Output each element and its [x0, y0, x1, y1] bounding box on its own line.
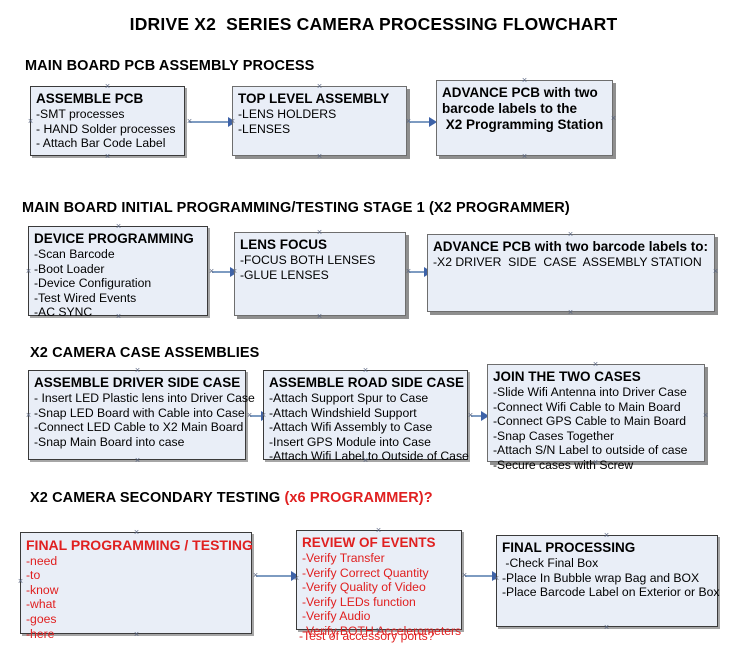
- node-lens-focus[interactable]: LENS FOCUS -FOCUS BOTH LENSES -GLUE LENS…: [234, 232, 406, 316]
- node-line: - Attach Bar Code Label: [36, 136, 166, 151]
- node-line: -Verify Quality of Video: [302, 580, 426, 595]
- node-line: -Scan Barcode: [34, 246, 115, 261]
- node-title: FINAL PROGRAMMING / TESTING: [26, 537, 253, 553]
- node-line: -Insert GPS Module into Case: [269, 434, 431, 449]
- connector-arrow: [189, 121, 231, 123]
- connector-arrow: [471, 415, 487, 417]
- node-assemble-road-side-case[interactable]: ASSEMBLE ROAD SIDE CASE -Attach Support …: [263, 370, 469, 463]
- node-advance-pcb-programming-station[interactable]: ADVANCE PCB with two barcode labels to t…: [436, 80, 613, 156]
- node-line: -Snap Main Board into case: [34, 434, 185, 449]
- node-title: ASSEMBLE ROAD SIDE CASE: [269, 375, 465, 390]
- connector-arrow: [465, 575, 497, 577]
- node-line: -Snap LED Board with Cable into Case: [34, 405, 245, 420]
- connector-arrow: [256, 575, 296, 577]
- node-line: -Attach Windshield Support: [269, 405, 417, 420]
- node-line: - HAND Solder processes: [36, 121, 176, 136]
- node-final-programming-testing[interactable]: FINAL PROGRAMMING / TESTING -need -to -k…: [20, 532, 253, 641]
- node-line: -Slide Wifi Antenna into Driver Case: [493, 384, 687, 399]
- node-line: -GLUE LENSES: [240, 267, 329, 282]
- node-title: TOP LEVEL ASSEMBLY: [238, 91, 390, 106]
- node-line: -Attach Support Spur to Case: [269, 390, 429, 405]
- arrowhead-icon: [481, 411, 489, 421]
- node-line: -Attach Wifi Assembly to Case: [269, 420, 433, 435]
- section-heading-4-accent: (x6 PROGRAMMER)?: [284, 490, 433, 506]
- node-line: -what: [26, 597, 56, 612]
- node-line: -Verify BOTH Accelerometers: [302, 624, 462, 639]
- section-heading-1: MAIN BOARD PCB ASSEMBLY PROCESS: [25, 58, 315, 74]
- node-line: -goes: [26, 612, 57, 627]
- connector-arrow: [250, 415, 267, 417]
- node-line: - Insert LED Plastic lens into Driver Ca…: [34, 390, 255, 405]
- node-line: -Device Configuration: [34, 276, 152, 291]
- connector-arrow: [212, 271, 234, 273]
- node-line: -Connect GPS Cable to Main Board: [493, 414, 687, 429]
- node-line: -Check Final Box: [502, 555, 599, 570]
- node-title: JOIN THE TWO CASES: [493, 369, 641, 384]
- node-title: ASSEMBLE DRIVER SIDE CASE: [34, 375, 241, 390]
- node-advance-pcb-driver-side[interactable]: ADVANCE PCB with two barcode labels to: …: [427, 234, 715, 312]
- node-line: -Attach S/N Label to outside of case: [493, 443, 688, 458]
- node-device-programming[interactable]: DEVICE PROGRAMMING -Scan Barcode -Boot L…: [28, 226, 208, 319]
- node-line: -Connect LED Cable to X2 Main Board: [34, 420, 244, 435]
- connector-arrow: [409, 121, 432, 123]
- section-heading-4: X2 CAMERA SECONDARY TESTING (x6 PROGRAMM…: [30, 490, 433, 506]
- node-line: -Place In Bubble wrap Bag and BOX: [502, 570, 700, 585]
- node-line: -SMT processes: [36, 106, 125, 121]
- node-line: -FOCUS BOTH LENSES: [240, 252, 376, 267]
- node-line: -to: [26, 568, 41, 583]
- node-title: ASSEMBLE PCB: [36, 91, 144, 106]
- node-line: -Verify Transfer: [302, 550, 385, 565]
- node-title: DEVICE PROGRAMMING: [34, 231, 194, 246]
- section-heading-3: X2 CAMERA CASE ASSEMBLIES: [30, 345, 260, 361]
- node-title: ADVANCE PCB with two barcode labels to:: [433, 239, 709, 254]
- node-line: -Verify Audio: [302, 609, 371, 624]
- node-assemble-driver-side-case[interactable]: ASSEMBLE DRIVER SIDE CASE - Insert LED P…: [28, 370, 255, 460]
- node-join-the-two-cases[interactable]: JOIN THE TWO CASES -Slide Wifi Antenna i…: [487, 364, 705, 472]
- node-title: REVIEW OF EVENTS: [302, 535, 436, 550]
- node-title: ADVANCE PCB with two barcode labels to t…: [442, 85, 604, 132]
- node-line: -Place Barcode Label on Exterior or Box: [502, 585, 720, 600]
- node-line: -Attach Wifi Label to Outside of Case: [269, 449, 469, 464]
- node-top-level-assembly[interactable]: TOP LEVEL ASSEMBLY -LENS HOLDERS -LENSES: [232, 86, 407, 156]
- section-heading-2: MAIN BOARD INITIAL PROGRAMMING/TESTING S…: [22, 200, 570, 216]
- node-line: -Test Wired Events: [34, 290, 137, 305]
- node-line: -here: [26, 626, 55, 641]
- node-line: -Verify LEDs function: [302, 594, 416, 609]
- node-line: -Secure cases with Screw: [493, 458, 634, 473]
- node-line: -LENS HOLDERS: [238, 106, 337, 121]
- node-line: -need: [26, 553, 58, 568]
- arrowhead-icon: [429, 117, 437, 127]
- node-line: -X2 DRIVER SIDE CASE ASSEMBLY STATION: [433, 254, 702, 269]
- node-line: -Connect Wifi Cable to Main Board: [493, 399, 681, 414]
- node-line: -Verify Correct Quantity: [302, 565, 429, 580]
- node-review-of-events[interactable]: REVIEW OF EVENTS -Verify Transfer -Verif…: [296, 530, 462, 638]
- node-line: -LENSES: [238, 121, 291, 136]
- section-heading-4-main: X2 CAMERA SECONDARY TESTING: [30, 490, 285, 506]
- node-assemble-pcb[interactable]: ASSEMBLE PCB -SMT processes - HAND Solde…: [30, 86, 185, 156]
- node-line: -Boot Loader: [34, 261, 105, 276]
- node-overflow-line: -Test of accessory ports?: [299, 629, 435, 643]
- node-final-processing[interactable]: FINAL PROCESSING -Check Final Box -Place…: [496, 535, 720, 627]
- connector-arrow: [409, 271, 429, 273]
- node-title: FINAL PROCESSING: [502, 540, 636, 555]
- node-line: -AC SYNC: [34, 305, 93, 320]
- node-line: -Snap Cases Together: [493, 428, 615, 443]
- arrowhead-icon: [291, 571, 299, 581]
- node-line: -know: [26, 582, 59, 597]
- node-title: LENS FOCUS: [240, 237, 328, 252]
- page-title: IDRIVE X2 SERIES CAMERA PROCESSING FLOWC…: [129, 14, 618, 34]
